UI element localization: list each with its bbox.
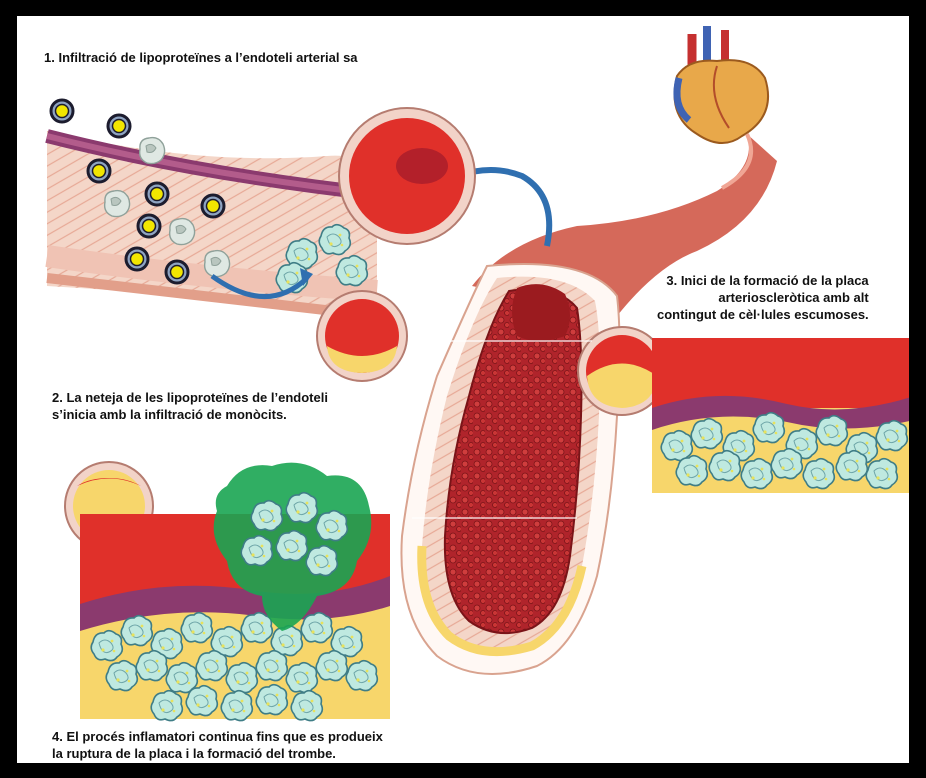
artery-cross-section-icon [317,291,407,381]
step1-label: 1. Infiltració de lipoproteïnes a l’endo… [44,49,358,66]
step3-label: 3. Inici de la formació de la placa arte… [657,272,869,323]
step4-label: 4. El procés inflamatori continua fins q… [52,728,383,762]
heart-icon [675,26,769,143]
step1-vessel-section [47,100,377,316]
artery-cross-section-icon [339,108,475,244]
diagram-panel: 1. Infiltració de lipoproteïnes a l’endo… [17,16,909,763]
step3-plaque-panel [652,338,909,493]
step2-label: 2. La neteja de les lipoproteïnes de l’e… [52,389,328,423]
